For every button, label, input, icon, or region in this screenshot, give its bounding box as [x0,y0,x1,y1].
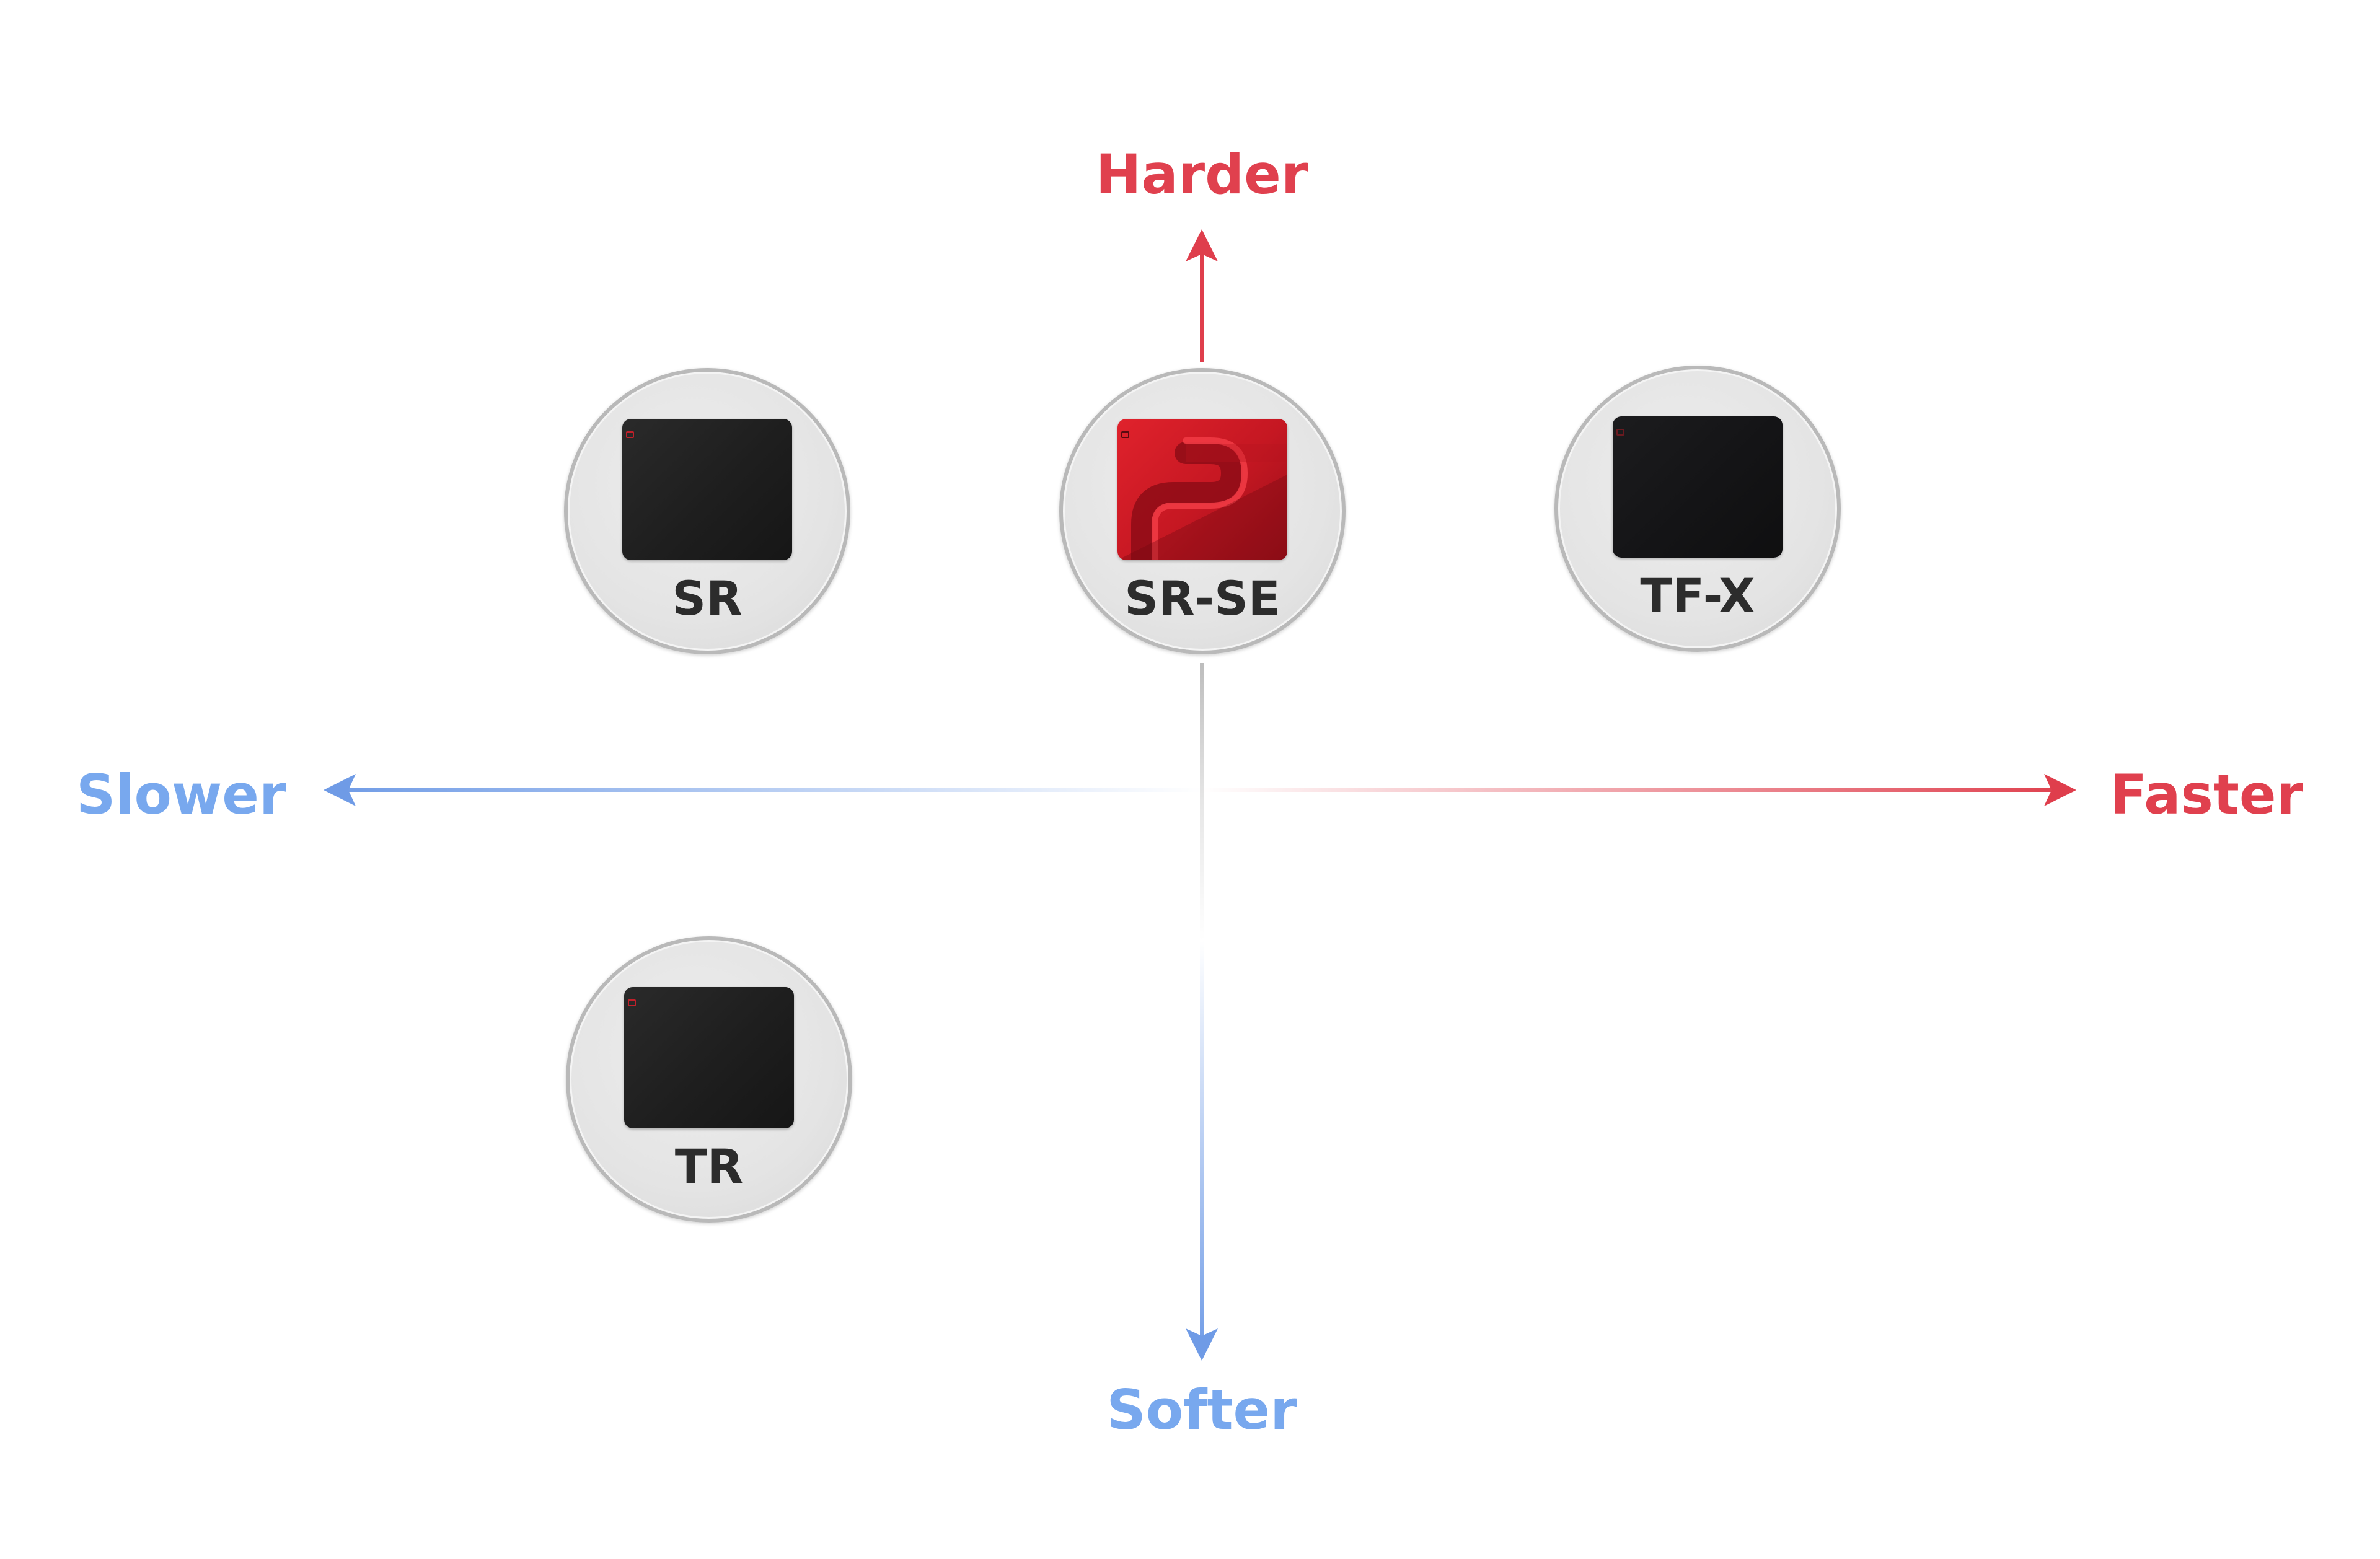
axis-label-softer: Softer [1106,1378,1297,1442]
softer-arrow-head [1186,1328,1218,1361]
mousepad-black-image [1613,416,1783,558]
faster-arrow-head [2044,774,2076,806]
mousepad-black-image [624,987,794,1128]
pad-corner-logo-icon [628,999,636,1006]
pad-name-sr-se: SR-SE [1124,571,1280,626]
slower-arrow-head [324,774,356,806]
pad-swirl-graphic-icon [1117,437,1287,560]
pad-name-sr: SR [672,571,743,626]
harder-arrow-head [1186,229,1218,261]
mousepad-black-image [622,419,792,560]
axis-label-faster: Faster [2110,763,2303,827]
axis-label-slower: Slower [76,763,286,827]
pad-corner-logo-icon [626,431,634,438]
pad-badge-sr: SR [564,368,850,654]
pad-corner-logo-icon [1616,429,1624,436]
pad-badge-tf-x: TF-X [1554,366,1841,652]
pad-name-tf-x: TF-X [1640,568,1755,623]
axis-label-harder: Harder [1095,143,1308,206]
pad-badge-tr: TR [566,936,852,1223]
pad-corner-logo-icon [1121,431,1129,438]
pad-badge-sr-se: SR-SE [1059,368,1346,654]
pad-name-tr: TR [674,1139,744,1194]
mousepad-red-image [1117,419,1287,560]
